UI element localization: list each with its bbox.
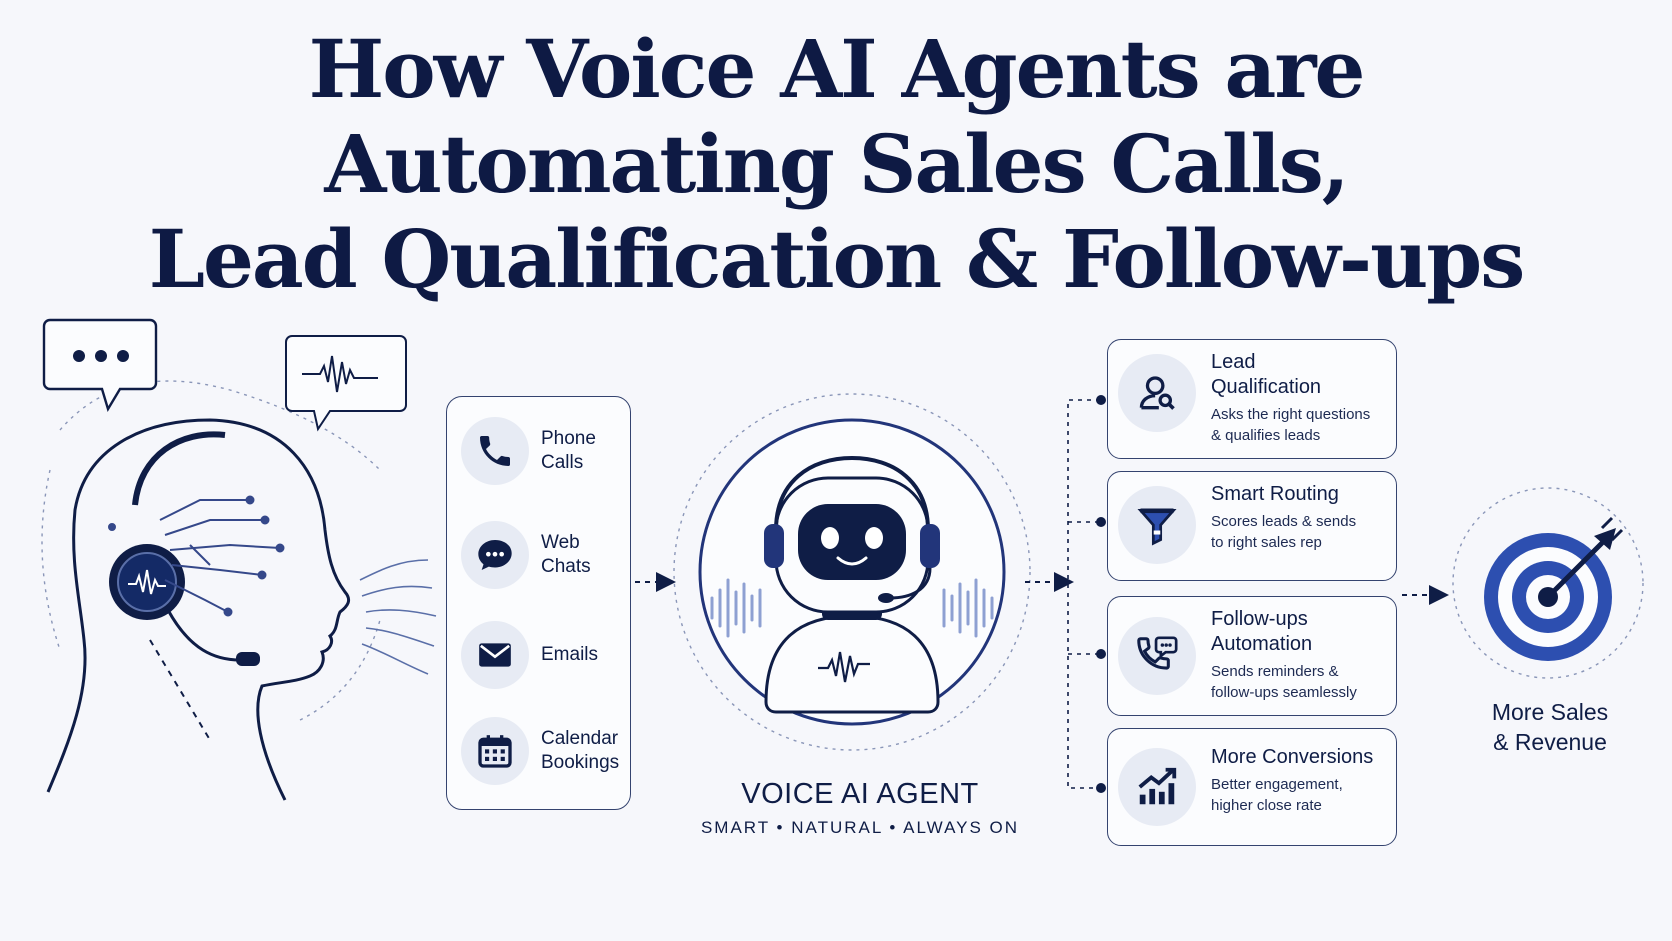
title-line-1: How Voice AI Agents are (308, 22, 1366, 116)
channel-label: Calendar Bookings (541, 728, 620, 773)
feature-title: Lead Qualification (1211, 351, 1322, 398)
agent-tagline: SMART • NATURAL • ALWAYS ON (700, 818, 1020, 837)
result-label: More Sales & Revenue (1491, 699, 1609, 755)
feature-description: Sends reminders & follow-ups seamlessly (1211, 663, 1357, 701)
agent-audio-bars (710, 578, 994, 638)
page-title: How Voice AI Agents are Automating Sales… (0, 22, 1672, 307)
channels-card: Phone Calls Web Chats Emails Calendar Bo… (446, 396, 631, 810)
channel-web-chats: Web Chats (461, 517, 626, 593)
feature-title: More Conversions (1211, 746, 1374, 768)
phone-icon (461, 417, 529, 485)
agent-name: VOICE AI AGENT (741, 778, 979, 810)
feature-follow-ups-automation: Follow-ups Automation Sends reminders & … (1107, 596, 1397, 716)
feature-smart-routing: Smart Routing Scores leads & sends to ri… (1107, 471, 1397, 581)
funnel-icon (1118, 486, 1196, 564)
channel-label: Web Chats (541, 532, 591, 577)
agent-outer-ring (673, 393, 1031, 751)
feature-title: Smart Routing (1211, 483, 1339, 505)
robot-agent-icon (764, 455, 940, 714)
voice-waves-icon (359, 559, 437, 675)
head-orbit-left (41, 469, 61, 651)
waveform-bubble-icon (285, 335, 407, 432)
feature-lead-qualification: Lead Qualification Asks the right questi… (1107, 339, 1397, 459)
feature-title: Follow-ups Automation (1211, 608, 1313, 655)
human-head-icon (46, 418, 351, 801)
calendar-icon (461, 717, 529, 785)
feature-description: Better engagement, higher close rate (1211, 776, 1343, 814)
target-icon (1452, 487, 1644, 679)
phone-chat-icon (1118, 617, 1196, 695)
channel-phone-calls: Phone Calls (461, 413, 626, 489)
feature-bracket (1067, 399, 1100, 789)
feature-description: Scores leads & sends to right sales rep (1211, 513, 1357, 551)
feature-description: Asks the right questions & qualifies lea… (1211, 406, 1371, 444)
channel-label: Emails (541, 644, 599, 665)
title-line-3: Lead Qualification & Follow-ups (148, 212, 1526, 306)
chat-icon (461, 521, 529, 589)
feature-more-conversions: More Conversions Better engagement, high… (1107, 728, 1397, 846)
channel-label: Phone Calls (541, 428, 596, 473)
user-search-icon (1118, 354, 1196, 432)
channel-emails: Emails (461, 617, 626, 693)
head-orbit-bottom (299, 619, 381, 721)
channel-calendar-bookings: Calendar Bookings (461, 713, 626, 789)
ellipsis-bubble-icon (42, 318, 158, 412)
email-icon (461, 621, 529, 689)
title-line-2: Automating Sales Calls, (324, 117, 1349, 211)
head-orbit-top (59, 380, 381, 471)
growth-chart-icon (1118, 748, 1196, 826)
